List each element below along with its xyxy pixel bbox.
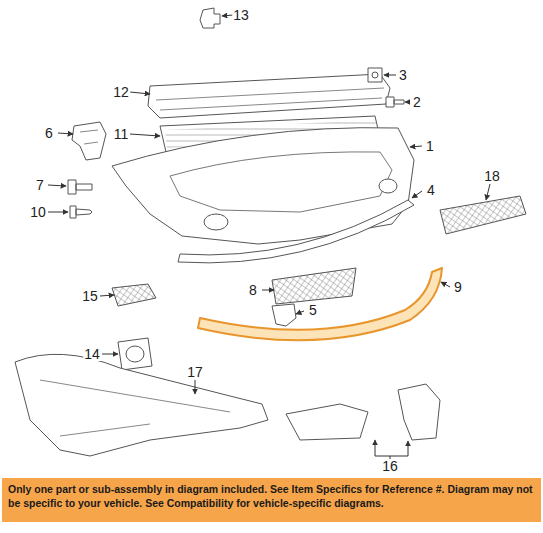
trim-strip: [178, 200, 414, 263]
highlighted-part: [198, 268, 442, 340]
callout-number: 13: [232, 8, 250, 22]
notice-band: Only one part or sub-assembly in diagram…: [2, 478, 541, 522]
callout-number: 10: [29, 205, 47, 219]
screw-part: [386, 97, 404, 107]
bolt-part: [68, 180, 92, 194]
callout-number: 16: [381, 459, 399, 473]
bracket-part: [72, 122, 106, 160]
callout-number: 6: [44, 126, 54, 140]
bracket-part: [398, 384, 440, 440]
grille-insert: [112, 284, 156, 306]
notice-text: Only one part or sub-assembly in diagram…: [8, 482, 535, 510]
bracket-part: [272, 304, 296, 326]
callout-number: 18: [483, 169, 501, 183]
bracket-part: [200, 8, 220, 28]
callout-number: 11: [113, 127, 130, 141]
callout-number: 5: [308, 303, 318, 317]
grille-part: [440, 196, 526, 234]
callout-number: 15: [81, 289, 99, 303]
leader-bracket: [375, 440, 408, 459]
callout-number: 7: [35, 178, 45, 192]
leader-lines: [48, 15, 490, 394]
callout-number: 9: [453, 280, 463, 294]
bracket-part: [286, 404, 368, 440]
clip-part: [368, 68, 382, 82]
callout-number: 2: [412, 95, 422, 109]
callout-number: 8: [248, 283, 258, 297]
push-pin: [70, 206, 92, 218]
callout-number: 17: [186, 365, 204, 379]
callout-number: 14: [83, 347, 101, 361]
callout-number: 4: [426, 183, 436, 197]
lower-absorber: [15, 354, 268, 456]
reinforcement-beam: [148, 74, 390, 118]
callout-number: 12: [112, 85, 130, 99]
skid-plate: [272, 268, 356, 304]
fog-bezel: [118, 338, 152, 370]
callout-number: 1: [425, 139, 435, 153]
callout-number: 3: [398, 68, 408, 82]
